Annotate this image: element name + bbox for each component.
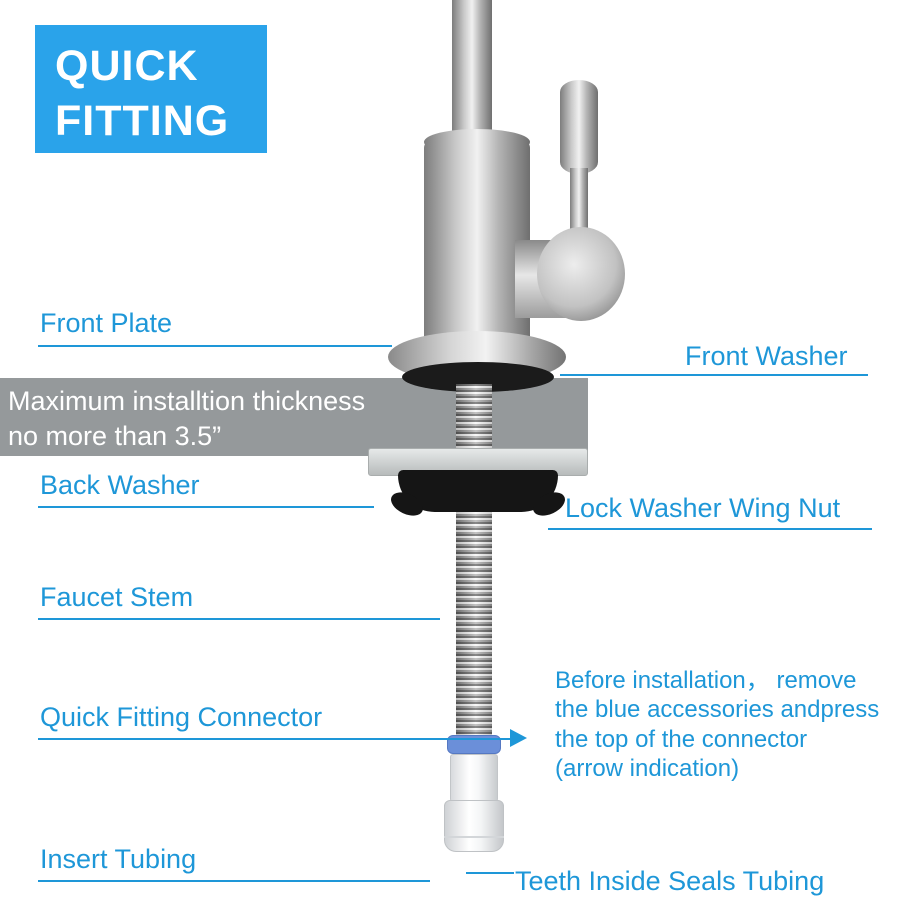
faucet-spout-pipe [452,0,492,152]
connector-arrow-icon [510,729,527,747]
quick-fitting-connector-top [450,754,498,802]
leader-teeth-inside-seals-tubing [466,872,514,874]
lock-washer-wing-nut-shape [398,470,558,512]
badge-line-1: QUICK [55,42,199,90]
faucet-handle-grip [560,80,598,174]
leader-quick-fitting-connector [38,738,510,740]
note-line-3: the top of the connector [555,725,808,753]
badge-line-2: FITTING [55,97,230,146]
note-line-4: (arrow indication) [555,754,740,782]
leader-back-washer [38,506,374,508]
leader-lock-washer-wing-nut [548,528,872,530]
faucet-side-outlet-cap [537,227,625,321]
quick-fitting-connector-bottom [444,800,504,852]
banner-line-2: no more than 3.5” [8,421,222,452]
leader-front-washer [560,374,868,376]
label-front-washer: Front Washer [685,341,848,371]
leader-front-plate [38,345,392,347]
label-insert-tubing: Insert Tubing [40,844,197,874]
connector-ridge [444,836,504,838]
label-back-washer: Back Washer [40,470,200,500]
banner-line-1: Maximum installtion thickness [8,386,366,416]
label-quick-fitting-connector: Quick Fitting Connector [40,702,323,732]
leader-faucet-stem [38,618,440,620]
faucet-stem-shape [456,384,492,742]
note-line-1: Before installation， remove [555,667,857,694]
label-teeth-inside-seals-tubing: Teeth Inside Seals Tubing [515,866,825,896]
faucet-body [424,140,530,342]
label-front-plate: Front Plate [40,308,173,338]
label-faucet-stem: Faucet Stem [40,582,194,612]
leader-insert-tubing [38,880,430,882]
note-line-2: the blue accessories andpress [555,696,880,724]
faucet-handle-rod [570,168,588,234]
label-lock-washer-wing-nut: Lock Washer Wing Nut [565,493,841,523]
quick-fitting-badge: QUICK FITTING [35,25,267,153]
installation-note: Before installation， remove the blue acc… [555,666,895,783]
